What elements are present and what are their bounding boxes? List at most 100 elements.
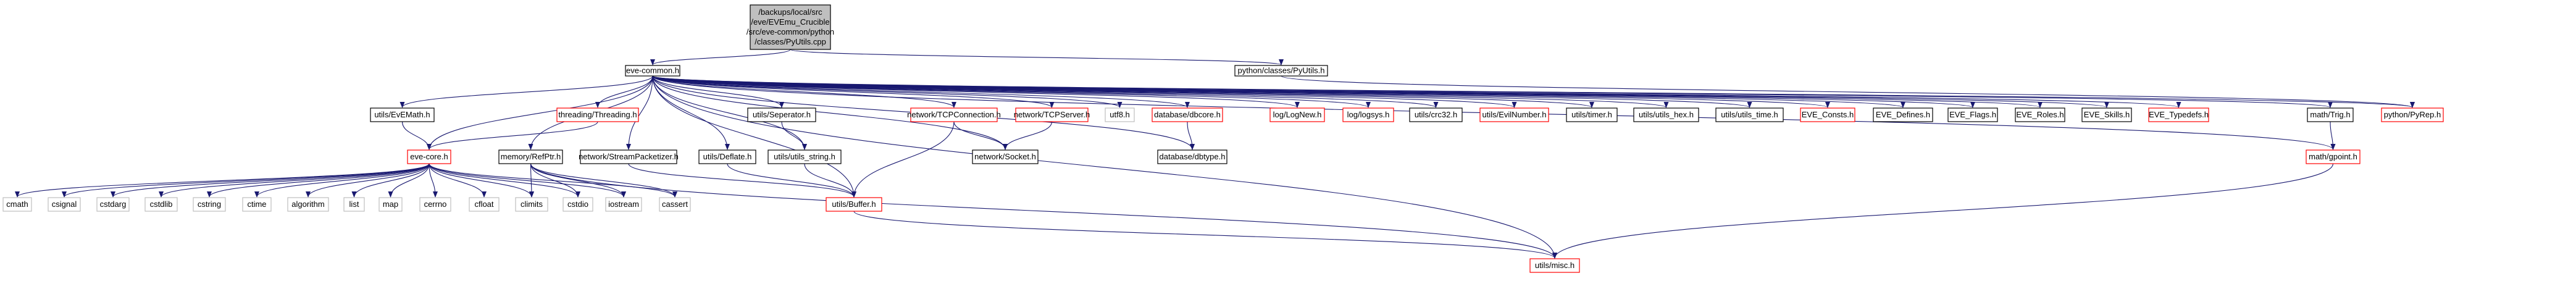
edge-eve-common-h-to-utils-misc-h: [652, 75, 1557, 259]
node-cstdlib[interactable]: cstdlib: [144, 197, 178, 212]
node-label: EVE_Flags.h: [1949, 110, 1996, 119]
edge-eve-core-h-to-ctime: [254, 163, 430, 198]
node-label: EVE_Consts.h: [1802, 110, 1854, 119]
edge-eve-core-h-to-cfloat: [429, 163, 487, 198]
node-label: csignal: [52, 199, 77, 209]
node-memory-refptr-h[interactable]: memory/RefPtr.h: [498, 149, 563, 164]
node-label: utils/timer.h: [1571, 110, 1612, 119]
node-utils-evemath-h[interactable]: utils/EvEMath.h: [370, 107, 435, 122]
node-utf8-h[interactable]: utf8.h: [1105, 107, 1135, 122]
node-climits[interactable]: climits: [515, 197, 548, 212]
edge-eve-common-h-to-network-socket-h: [652, 75, 1008, 150]
node-label: network/TCPConnection.h: [907, 110, 1001, 119]
node-label: utils/crc32.h: [1415, 110, 1457, 119]
node-iostream[interactable]: iostream: [605, 197, 642, 212]
edge-eve-core-h-to-cstring: [207, 163, 430, 198]
edge-eve-common-h-to-eve-typedefs-h: [652, 75, 2181, 108]
node-utils-utils-hex-h[interactable]: utils/utils_hex.h: [1633, 107, 1699, 122]
node-label: utils/Seperator.h: [753, 110, 811, 119]
node-utils-misc-h[interactable]: utils/misc.h: [1529, 258, 1580, 273]
node-csignal[interactable]: csignal: [48, 197, 81, 212]
node-eve-skills-h[interactable]: EVE_Skills.h: [2081, 107, 2132, 122]
node-label: EVE_Defines.h: [1876, 110, 1930, 119]
node-cstring[interactable]: cstring: [193, 197, 226, 212]
node-label: network/TCPServer.h: [1014, 110, 1090, 119]
node-label: database/dbcore.h: [1154, 110, 1221, 119]
node-label: python/classes/PyUtils.h: [1238, 66, 1325, 75]
node-network-tcpconnection-h[interactable]: network/TCPConnection.h: [907, 107, 1001, 122]
node-math-gpoint-h[interactable]: math/gpoint.h: [2306, 149, 2361, 164]
edge-memory-refptr-h-to-cstdio: [530, 163, 580, 198]
node-label: database/dbtype.h: [1160, 152, 1226, 161]
node-cstdarg[interactable]: cstdarg: [96, 197, 130, 212]
node-label: cerrno: [424, 199, 447, 209]
node-list[interactable]: list: [343, 197, 365, 212]
node-utils-seperator-h[interactable]: utils/Seperator.h: [747, 107, 816, 122]
node-label: cstdarg: [100, 199, 127, 209]
node-python-pyrep-h[interactable]: python/PyRep.h: [2381, 107, 2444, 122]
node-math-trig-h[interactable]: math/Trig.h: [2307, 107, 2354, 122]
node-utils-timer-h[interactable]: utils/timer.h: [1566, 107, 1618, 122]
node-network-socket-h[interactable]: network/Socket.h: [972, 149, 1039, 164]
node-cfloat[interactable]: cfloat: [469, 197, 500, 212]
node-utils-evilnumber-h[interactable]: utils/EvilNumber.h: [1479, 107, 1549, 122]
edge-math-gpoint-h-to-utils-misc-h: [1552, 163, 2334, 259]
node-eve-typedefs-h[interactable]: EVE_Typedefs.h: [2148, 107, 2209, 122]
node-utils-utils-time-h[interactable]: utils/utils_time.h: [1715, 107, 1784, 122]
edge-database-dbcore-h-to-database-dbtype-h: [1187, 121, 1195, 150]
node-eve-roles-h[interactable]: EVE_Roles.h: [2015, 107, 2065, 122]
edge-network-tcpserver-h-to-network-socket-h: [1003, 121, 1053, 150]
node-eve-common-h[interactable]: eve-common.h: [625, 65, 680, 77]
node-root: /backups/local/src/eve/EVEmu_Crucible/sr…: [746, 4, 834, 50]
node-label: log/logsys.h: [1347, 110, 1390, 119]
node-label: network/Socket.h: [974, 152, 1036, 161]
node-utils-deflate-h[interactable]: utils/Deflate.h: [698, 149, 756, 164]
edge-memory-refptr-h-to-iostream: [530, 163, 626, 198]
node-python-classes-pyutils-h[interactable]: python/classes/PyUtils.h: [1234, 65, 1328, 77]
edge-utils-evemath-h-to-eve-core-h: [401, 121, 432, 150]
node-database-dbtype-h[interactable]: database/dbtype.h: [1157, 149, 1227, 164]
node-ctime[interactable]: ctime: [242, 197, 272, 212]
edge-math-trig-h-to-math-gpoint-h: [2330, 121, 2336, 150]
node-algorithm[interactable]: algorithm: [287, 197, 329, 212]
node-cstdio[interactable]: cstdio: [562, 197, 593, 212]
node-cassert[interactable]: cassert: [659, 197, 691, 212]
node-label: EVE_Roles.h: [2016, 110, 2064, 119]
edge-eve-core-h-to-climits: [429, 163, 534, 198]
edge-eve-core-h-to-map: [388, 163, 430, 198]
node-label: cassert: [662, 199, 688, 209]
node-label: utils/utils_hex.h: [1639, 110, 1694, 119]
node-label: /eve/EVEmu_Crucible: [751, 17, 829, 27]
node-utils-buffer-h[interactable]: utils/Buffer.h: [826, 197, 882, 212]
node-log-logsys-h[interactable]: log/logsys.h: [1342, 107, 1394, 122]
node-label: ctime: [247, 199, 266, 209]
node-database-dbcore-h[interactable]: database/dbcore.h: [1152, 107, 1223, 122]
edge-root-to-eve-common-h: [650, 49, 791, 65]
node-threading-threading-h[interactable]: threading/Threading.h: [556, 107, 639, 122]
node-label: log/LogNew.h: [1273, 110, 1322, 119]
edge-eve-common-h-to-utils-evemath-h: [399, 75, 653, 108]
node-label: utils/utils_time.h: [1721, 110, 1778, 119]
node-label: eve-core.h: [410, 152, 448, 161]
node-cmath[interactable]: cmath: [2, 197, 32, 212]
node-label: EVE_Skills.h: [2084, 110, 2130, 119]
node-eve-consts-h[interactable]: EVE_Consts.h: [1800, 107, 1855, 122]
edge-eve-common-h-to-python-pyrep-h: [652, 75, 2414, 108]
node-eve-core-h[interactable]: eve-core.h: [407, 149, 451, 164]
node-label: iostream: [608, 199, 639, 209]
node-label: utils/EvilNumber.h: [1482, 110, 1546, 119]
node-cerrno[interactable]: cerrno: [419, 197, 451, 212]
edge-eve-core-h-to-algorithm: [306, 163, 430, 198]
node-utils-crc32-h[interactable]: utils/crc32.h: [1409, 107, 1463, 122]
node-network-tcpserver-h[interactable]: network/TCPServer.h: [1014, 107, 1090, 122]
node-network-streampacketizer-h[interactable]: network/StreamPacketizer.h: [579, 149, 679, 164]
node-eve-flags-h[interactable]: EVE_Flags.h: [1947, 107, 1998, 122]
node-log-lognew-h[interactable]: log/LogNew.h: [1269, 107, 1325, 122]
edge-memory-refptr-h-to-climits: [529, 163, 534, 198]
node-eve-defines-h[interactable]: EVE_Defines.h: [1873, 107, 1933, 122]
node-utils-utils-string-h[interactable]: utils/utils_string.h: [767, 149, 842, 164]
node-map[interactable]: map: [378, 197, 403, 212]
edge-eve-core-h-to-cmath: [15, 163, 430, 198]
node-label: utils/Buffer.h: [832, 199, 876, 209]
